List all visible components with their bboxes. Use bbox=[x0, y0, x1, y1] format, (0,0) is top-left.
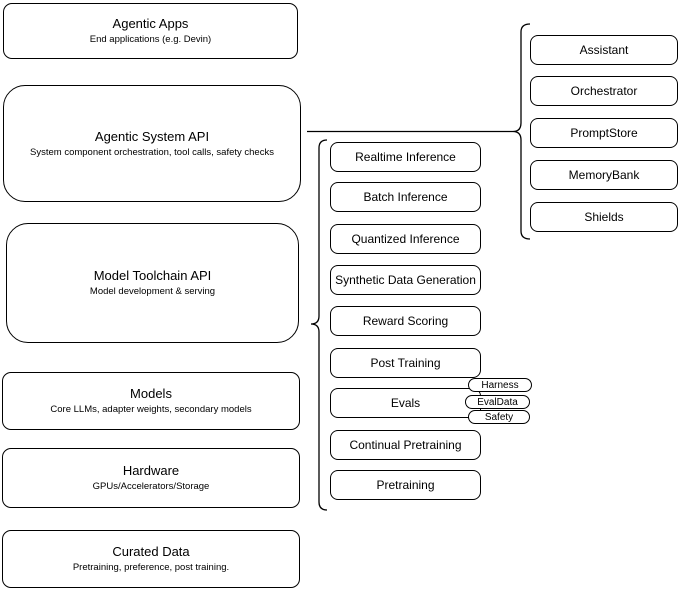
node-title: Hardware bbox=[122, 463, 180, 478]
toolchain-item-synthetic-data-generation: Synthetic Data Generation bbox=[330, 265, 481, 295]
eval-tag-evaldata: EvalData bbox=[465, 395, 530, 409]
node-title: Agentic System API bbox=[94, 128, 210, 144]
toolchain-item-pretraining: Pretraining bbox=[330, 470, 481, 500]
node-title: Models bbox=[130, 386, 172, 401]
component-memorybank: MemoryBank bbox=[530, 160, 678, 190]
component-orchestrator: Orchestrator bbox=[530, 76, 678, 106]
node-subtitle: GPUs/Accelerators/Storage bbox=[92, 481, 210, 492]
toolchain-item-realtime-inference: Realtime Inference bbox=[330, 142, 481, 172]
eval-tag-safety: Safety bbox=[468, 410, 530, 424]
node-agentic-apps: Agentic Apps End applications (e.g. Devi… bbox=[3, 3, 298, 59]
node-agentic-system-api: Agentic System API System component orch… bbox=[3, 85, 301, 202]
node-subtitle: Pretraining, preference, post training. bbox=[72, 562, 230, 573]
eval-tag-harness: Harness bbox=[468, 378, 532, 392]
node-title: Agentic Apps bbox=[112, 16, 189, 31]
node-title: Model Toolchain API bbox=[93, 268, 212, 283]
toolchain-item-quantized-inference: Quantized Inference bbox=[330, 224, 481, 254]
node-subtitle: Core LLMs, adapter weights, secondary mo… bbox=[50, 404, 252, 415]
node-title: Curated Data bbox=[112, 544, 190, 559]
node-subtitle: End applications (e.g. Devin) bbox=[89, 34, 212, 45]
toolchain-item-continual-pretraining: Continual Pretraining bbox=[330, 430, 481, 460]
toolchain-brace bbox=[310, 139, 328, 511]
node-curated-data: Curated Data Pretraining, preference, po… bbox=[2, 530, 300, 588]
system-components-brace bbox=[512, 23, 531, 240]
node-subtitle: System component orchestration, tool cal… bbox=[30, 146, 274, 158]
node-subtitle: Model development & serving bbox=[89, 286, 216, 297]
toolchain-item-batch-inference: Batch Inference bbox=[330, 182, 481, 212]
node-hardware: Hardware GPUs/Accelerators/Storage bbox=[2, 448, 300, 508]
toolchain-item-evals: Evals bbox=[330, 388, 481, 418]
node-model-toolchain-api: Model Toolchain API Model development & … bbox=[6, 223, 299, 343]
component-shields: Shields bbox=[530, 202, 678, 232]
toolchain-item-post-training: Post Training bbox=[330, 348, 481, 378]
node-models: Models Core LLMs, adapter weights, secon… bbox=[2, 372, 300, 430]
component-promptstore: PromptStore bbox=[530, 118, 678, 148]
component-assistant: Assistant bbox=[530, 35, 678, 65]
toolchain-item-reward-scoring: Reward Scoring bbox=[330, 306, 481, 336]
